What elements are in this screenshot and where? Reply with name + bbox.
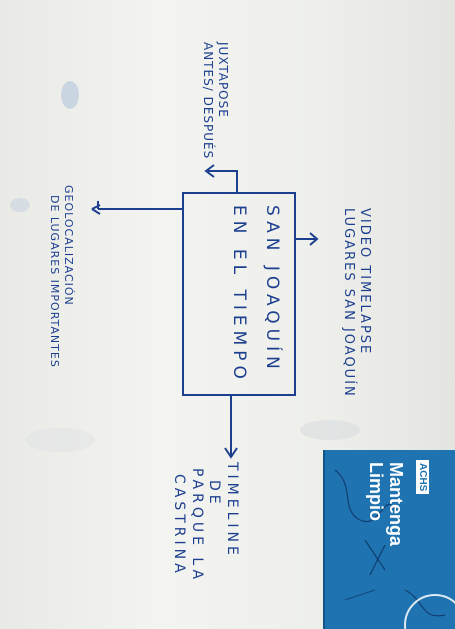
geolocalizacion-note: GEOLOCALIZACIÓN DE LUGARES IMPORTANTES (48, 185, 75, 368)
timeline-line-4: CASTRINA (171, 474, 188, 577)
timeline-line-1: TIMELINE (224, 462, 240, 559)
center-box-line-1: SAN JOAQUÍN (262, 205, 282, 374)
mantenga-limpio-sign: ACHS Mantenga Limpio (323, 450, 455, 629)
center-box-line-2: EN EL TIEMPO (228, 205, 249, 384)
sign-line-1: Mantenga (386, 462, 406, 547)
video-timelapse-line-2: LUGARES SAN JOAQUÍN (340, 208, 356, 398)
timeline-line-2: DE (206, 480, 223, 508)
video-timelapse-line-1: VIDEO TIMELAPSE (357, 208, 372, 356)
sign-scribble (334, 469, 455, 629)
timeline-line-3: PARQUE LA (189, 468, 205, 584)
geolocalizacion-line-2: DE LUGARES IMPORTANTES (48, 195, 62, 368)
juxtapose-note: JUXTAPOSE ANTES/ DESPUÉS (200, 42, 230, 159)
juxtapose-line-1: JUXTAPOSE (216, 42, 230, 118)
video-timelapse-note: VIDEO TIMELAPSE LUGARES SAN JOAQUÍN (340, 208, 372, 398)
sign-text: Mantenga Limpio (365, 462, 406, 547)
center-box-text: SAN JOAQUÍN EN EL TIEMPO (228, 205, 282, 384)
achs-logo: ACHS (416, 460, 429, 495)
timeline-note: TIMELINE DE PARQUE LA CASTRINA (170, 462, 241, 584)
center-box-outline (182, 192, 296, 396)
arrow-to-juxtapose (208, 170, 238, 193)
juxtapose-line-2: ANTES/ DESPUÉS (201, 42, 215, 160)
geolocalizacion-line-1: GEOLOCALIZACIÓN (62, 185, 75, 306)
sign-line-2: Limpio (366, 462, 387, 521)
